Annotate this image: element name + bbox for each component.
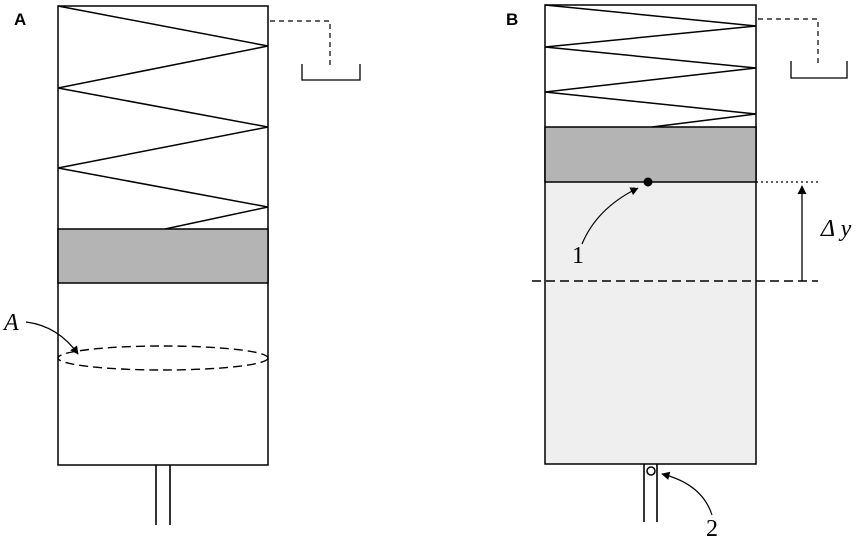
- panel-a-piston: [57, 228, 269, 284]
- panel-a-area-pointer: [25, 321, 79, 355]
- panel-b-point-1-pointer: [581, 187, 639, 245]
- panel-a-spring: [57, 5, 269, 230]
- panel-a-area-label: A: [2, 310, 19, 336]
- panel-b-cylinder: [544, 4, 757, 465]
- panel-b-piston: [544, 126, 757, 183]
- panel-a-letter: A: [14, 10, 26, 29]
- panel-b-gauge-bracket: [790, 61, 848, 79]
- panel-b-point-1-label: 1: [572, 243, 584, 269]
- panel-b-point-2-pointer: [661, 471, 713, 516]
- panel-b-gauge-line: [758, 18, 819, 66]
- panel-b-point-1: [643, 177, 653, 187]
- panel-b-displacement-label: Δ y: [820, 216, 852, 242]
- panel-a-gauge-line: [270, 20, 331, 68]
- panel-a: A A: [2, 5, 361, 525]
- panel-b-letter: B: [506, 10, 518, 29]
- panel-a-area-ellipse: [57, 345, 269, 371]
- panel-a-gauge-bracket: [301, 64, 361, 81]
- panel-b-fluid: [545, 182, 756, 464]
- panel-b-point-2: [646, 466, 656, 476]
- panel-b-point-2-label: 2: [706, 516, 718, 541]
- panel-b: B 1 Δ y 2: [506, 4, 852, 541]
- panel-b-spring: [544, 4, 757, 128]
